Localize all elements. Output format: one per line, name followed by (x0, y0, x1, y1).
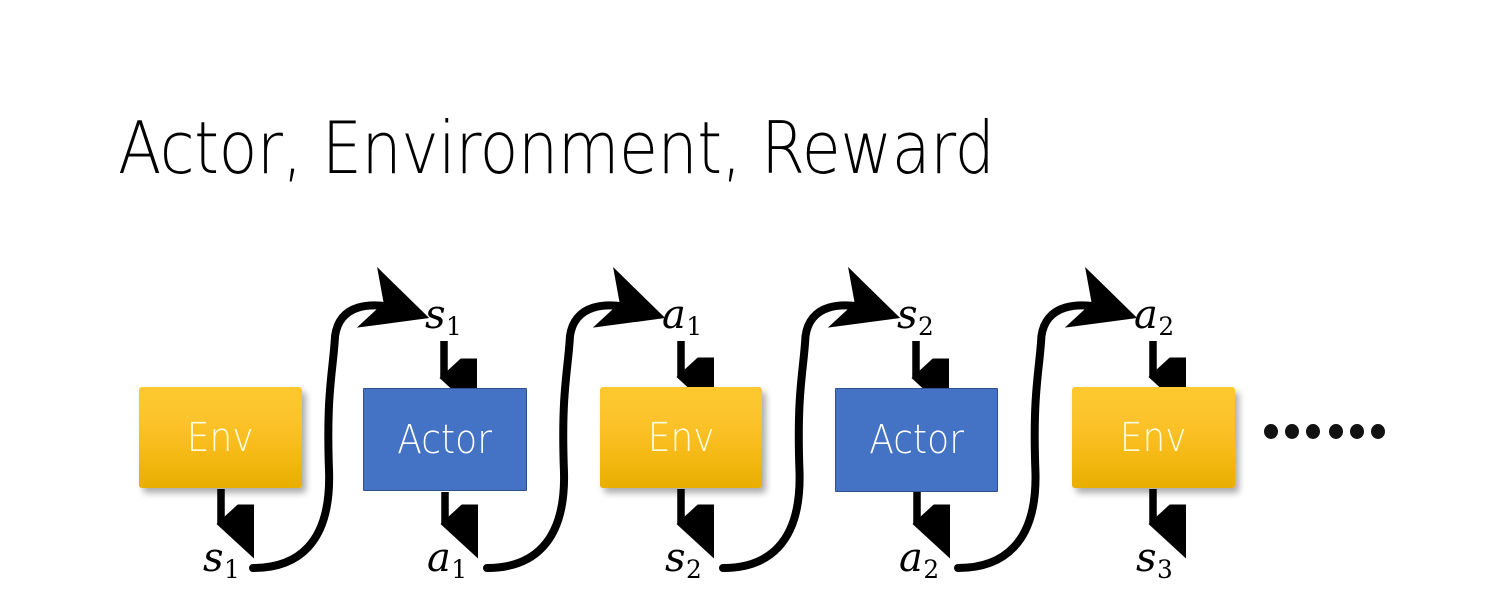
node-label: Env (1120, 414, 1187, 461)
ellipsis-dot (1264, 424, 1278, 439)
ellipsis-dot (1285, 424, 1299, 439)
down-arrow-group (221, 341, 1153, 524)
math-base: s (1136, 535, 1157, 581)
math-base: s (897, 292, 918, 338)
math-label-bot-s1: s1 (203, 535, 240, 582)
math-subscript: 1 (686, 312, 703, 342)
math-base: s (203, 535, 224, 581)
node-env-3: Env (1072, 387, 1235, 488)
math-label-top-s2: s2 (897, 292, 934, 339)
curve-a1-icon (483, 266, 666, 572)
math-base: a (662, 292, 686, 338)
node-label: Actor (397, 416, 493, 463)
math-base: a (899, 535, 923, 581)
node-actor-2: Actor (835, 388, 998, 492)
math-label-top-a2: a2 (1134, 292, 1174, 339)
page-title: Actor, Environment, Reward (118, 106, 995, 190)
continuation-ellipsis (1264, 424, 1385, 439)
ellipsis-dot (1329, 424, 1343, 439)
math-subscript: 2 (923, 555, 940, 585)
math-base: s (425, 292, 446, 338)
math-label-top-s1: s1 (425, 292, 462, 339)
curve-s1-icon (249, 266, 430, 572)
math-label-bot-a2: a2 (899, 535, 939, 582)
curve-s2-icon (719, 266, 901, 572)
ellipsis-dot-group (1264, 424, 1320, 439)
ellipsis-dot-group (1329, 424, 1385, 439)
ellipsis-dot (1371, 424, 1385, 439)
math-base: a (1134, 292, 1158, 338)
math-base: a (427, 535, 451, 581)
math-subscript: 2 (686, 555, 702, 585)
flow-curve-group (249, 266, 1138, 572)
math-base: s (665, 535, 686, 581)
node-actor-1: Actor (363, 388, 527, 491)
math-label-bot-a1: a1 (427, 535, 467, 582)
math-subscript: 3 (1157, 555, 1173, 585)
node-label: Env (647, 414, 715, 461)
math-label-bot-s3: s3 (1136, 535, 1173, 582)
curve-a2-icon (954, 266, 1138, 572)
ellipsis-dot (1306, 424, 1320, 439)
math-subscript: 1 (451, 555, 468, 585)
node-label: Env (187, 414, 254, 461)
node-env-1: Env (139, 387, 302, 488)
math-subscript: 2 (1158, 312, 1175, 342)
node-env-2: Env (600, 387, 762, 488)
node-label: Actor (869, 417, 964, 463)
ellipsis-dot (1350, 424, 1364, 439)
math-subscript: 2 (918, 312, 934, 342)
math-subscript: 1 (224, 555, 240, 585)
math-label-bot-s2: s2 (665, 535, 702, 582)
math-subscript: 1 (446, 312, 462, 342)
math-label-top-a1: a1 (662, 292, 702, 339)
